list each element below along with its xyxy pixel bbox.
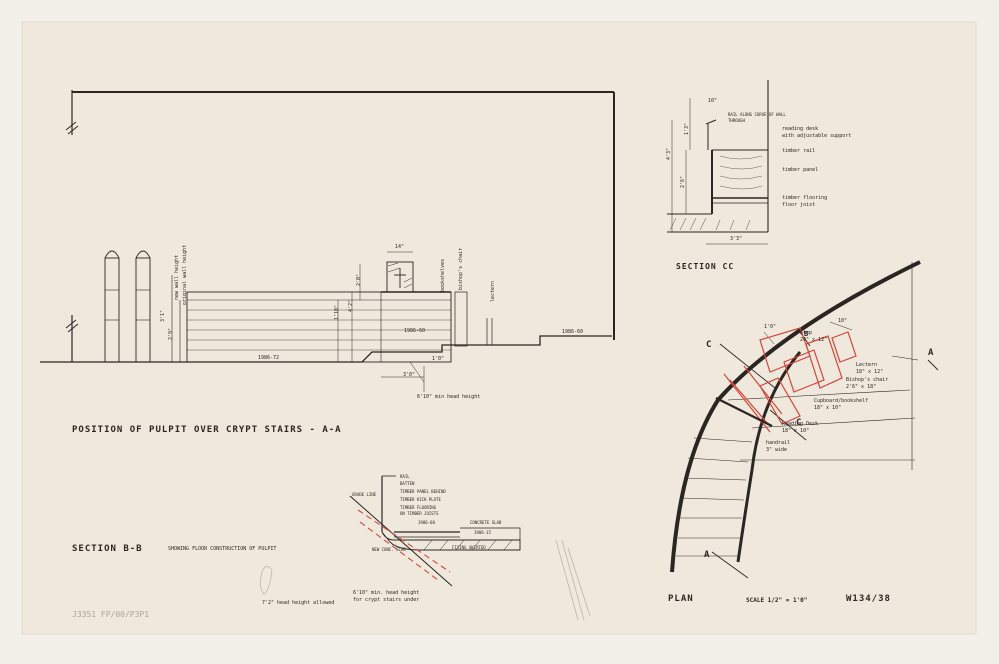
cc-timber-panel: timber panel [782, 167, 819, 173]
plan-step-label: Step [800, 330, 813, 336]
section-bb [349, 475, 521, 587]
plan-scale: SCALE 1/2" = 1'0" [746, 597, 808, 604]
section-bb-hatch [423, 539, 513, 551]
plan-bishops-chair-label: Bishop's chair [846, 377, 889, 383]
cc-dim-a: 1'3" [684, 122, 690, 135]
plan-bishops-chair-size: 2'6" x 18" [846, 384, 877, 390]
plan-marker-c-bottom: C [796, 418, 803, 428]
dim-step-2: 3'0" [403, 372, 416, 378]
plan-marker-a-bottom: A [704, 550, 711, 560]
plan-handrail-size: 3" wide [766, 447, 788, 453]
dim-14: 14" [395, 244, 405, 250]
bb-head-min-2: for crypt stairs under [353, 597, 420, 603]
plan-reading-desk-label: Reading Desk [782, 421, 819, 427]
elevation-aa [40, 90, 615, 392]
new-wall-height-label: new wall height [174, 254, 180, 300]
cc-timber-rail: timber rail [782, 148, 816, 154]
bb-on-joists: ON TIMBER JOISTS [400, 511, 439, 516]
plan-lectern-label: Lectern [856, 362, 878, 368]
bb-timber-flooring: TIMBER FLOORING [400, 505, 437, 510]
level-left: 1986-72 [258, 355, 280, 361]
bb-rail: RAIL [400, 474, 410, 479]
elevation-hatch [387, 262, 413, 289]
section-cc-grain [719, 155, 763, 190]
original-wall-height-label: original wall height [182, 244, 188, 305]
bb-level-2: 1986-15 [474, 530, 491, 535]
plan-marker-a-right: A [928, 348, 935, 358]
plan-title: PLAN [668, 594, 694, 604]
bb-concrete-slab: CONCRETE SLAB [470, 520, 502, 525]
elevation-title: POSITION OF PULPIT OVER CRYPT STAIRS - A… [72, 425, 342, 435]
cc-rail-note-2: THROUGH [728, 118, 745, 123]
plan-handrail-ink [715, 397, 773, 427]
dim-step-1: 1'0" [432, 356, 445, 362]
level-right: 1986-60 [562, 329, 584, 335]
cc-dim-b: 4'3" [666, 147, 672, 160]
section-bb-red-dashed [357, 509, 451, 581]
section-cc-title: SECTION CC [676, 262, 735, 271]
dim-mid-1: 1'10" [334, 304, 340, 320]
cc-rail-note: RAIL ALONG CURVE OF WALL [728, 112, 786, 117]
cc-reading-desk: reading desk [782, 126, 819, 132]
cc-floor-joist: floor joist [782, 202, 816, 208]
bb-level: 1986-60 [418, 520, 435, 525]
bishops-chair-label: bishop's chair [458, 247, 464, 290]
section-bb-title: SECTION B-B [72, 544, 143, 554]
plan-marker-c-top: C [706, 340, 713, 350]
plan-cupboard-size: 18" x 10" [814, 405, 842, 411]
dim-mid-2: 4'2" [348, 299, 354, 312]
lectern-label: lectern [490, 280, 496, 302]
level-mid: 1986-60 [404, 328, 426, 334]
plan-lectern-size: 18" x 12" [856, 369, 884, 375]
bb-grade: GRADE LINE [352, 492, 377, 497]
section-cc-ground [669, 217, 751, 231]
bb-batten: BATTEN [400, 481, 415, 486]
bb-fixing: FIXING SKIRTED [452, 545, 486, 550]
dim-col-1: 3'1" [160, 309, 166, 322]
plan-dim-top: 1'0" [764, 324, 777, 330]
bookshelves-label: bookshelves [440, 258, 446, 292]
cc-dim-top: 10" [708, 98, 718, 104]
section-bb-note: SHOWING FLOOR CONSTRUCTION OF PULPIT [168, 546, 277, 552]
plan-handrail-label: handrail [766, 440, 791, 446]
head-height-label: 6'10" min head height [417, 394, 481, 400]
plan-dim-top-2: 10" [838, 318, 848, 324]
bb-head-min: 6'10" min. head height [353, 590, 420, 596]
bb-new-slab: NEW CONC. SLAB [372, 547, 406, 552]
paper [21, 21, 977, 635]
plan-reading-desk-size: 18" x 10" [782, 428, 810, 434]
archive-pencil-note: J3351 FP/00/P3P1 [72, 610, 150, 619]
cc-reading-desk-2: with adjustable support [782, 133, 852, 139]
cc-timber-flooring: timber flooring [782, 195, 828, 201]
cc-dim-c: 2'6" [680, 175, 686, 188]
bb-head-allowed: 7'2" head height allowed [262, 600, 335, 606]
plan-step-size: 24" x 12" [800, 337, 828, 343]
plan-cupboard-label: Cupboard/bookshelf [814, 398, 869, 404]
bb-timber-kick: TIMBER KICK PLATE [400, 497, 441, 502]
cc-dim-d: 3'3" [730, 236, 743, 242]
dim-mid-3: 2'0" [356, 273, 362, 286]
pencil-sketches [260, 539, 591, 621]
sheet-number: W134/38 [846, 594, 891, 604]
plan-marker-b: B [804, 330, 810, 338]
section-cc [667, 80, 769, 245]
bb-timber-panel: TIMBER PANEL BEHIND [400, 489, 446, 494]
dim-col-2: 2'9" [168, 327, 174, 340]
